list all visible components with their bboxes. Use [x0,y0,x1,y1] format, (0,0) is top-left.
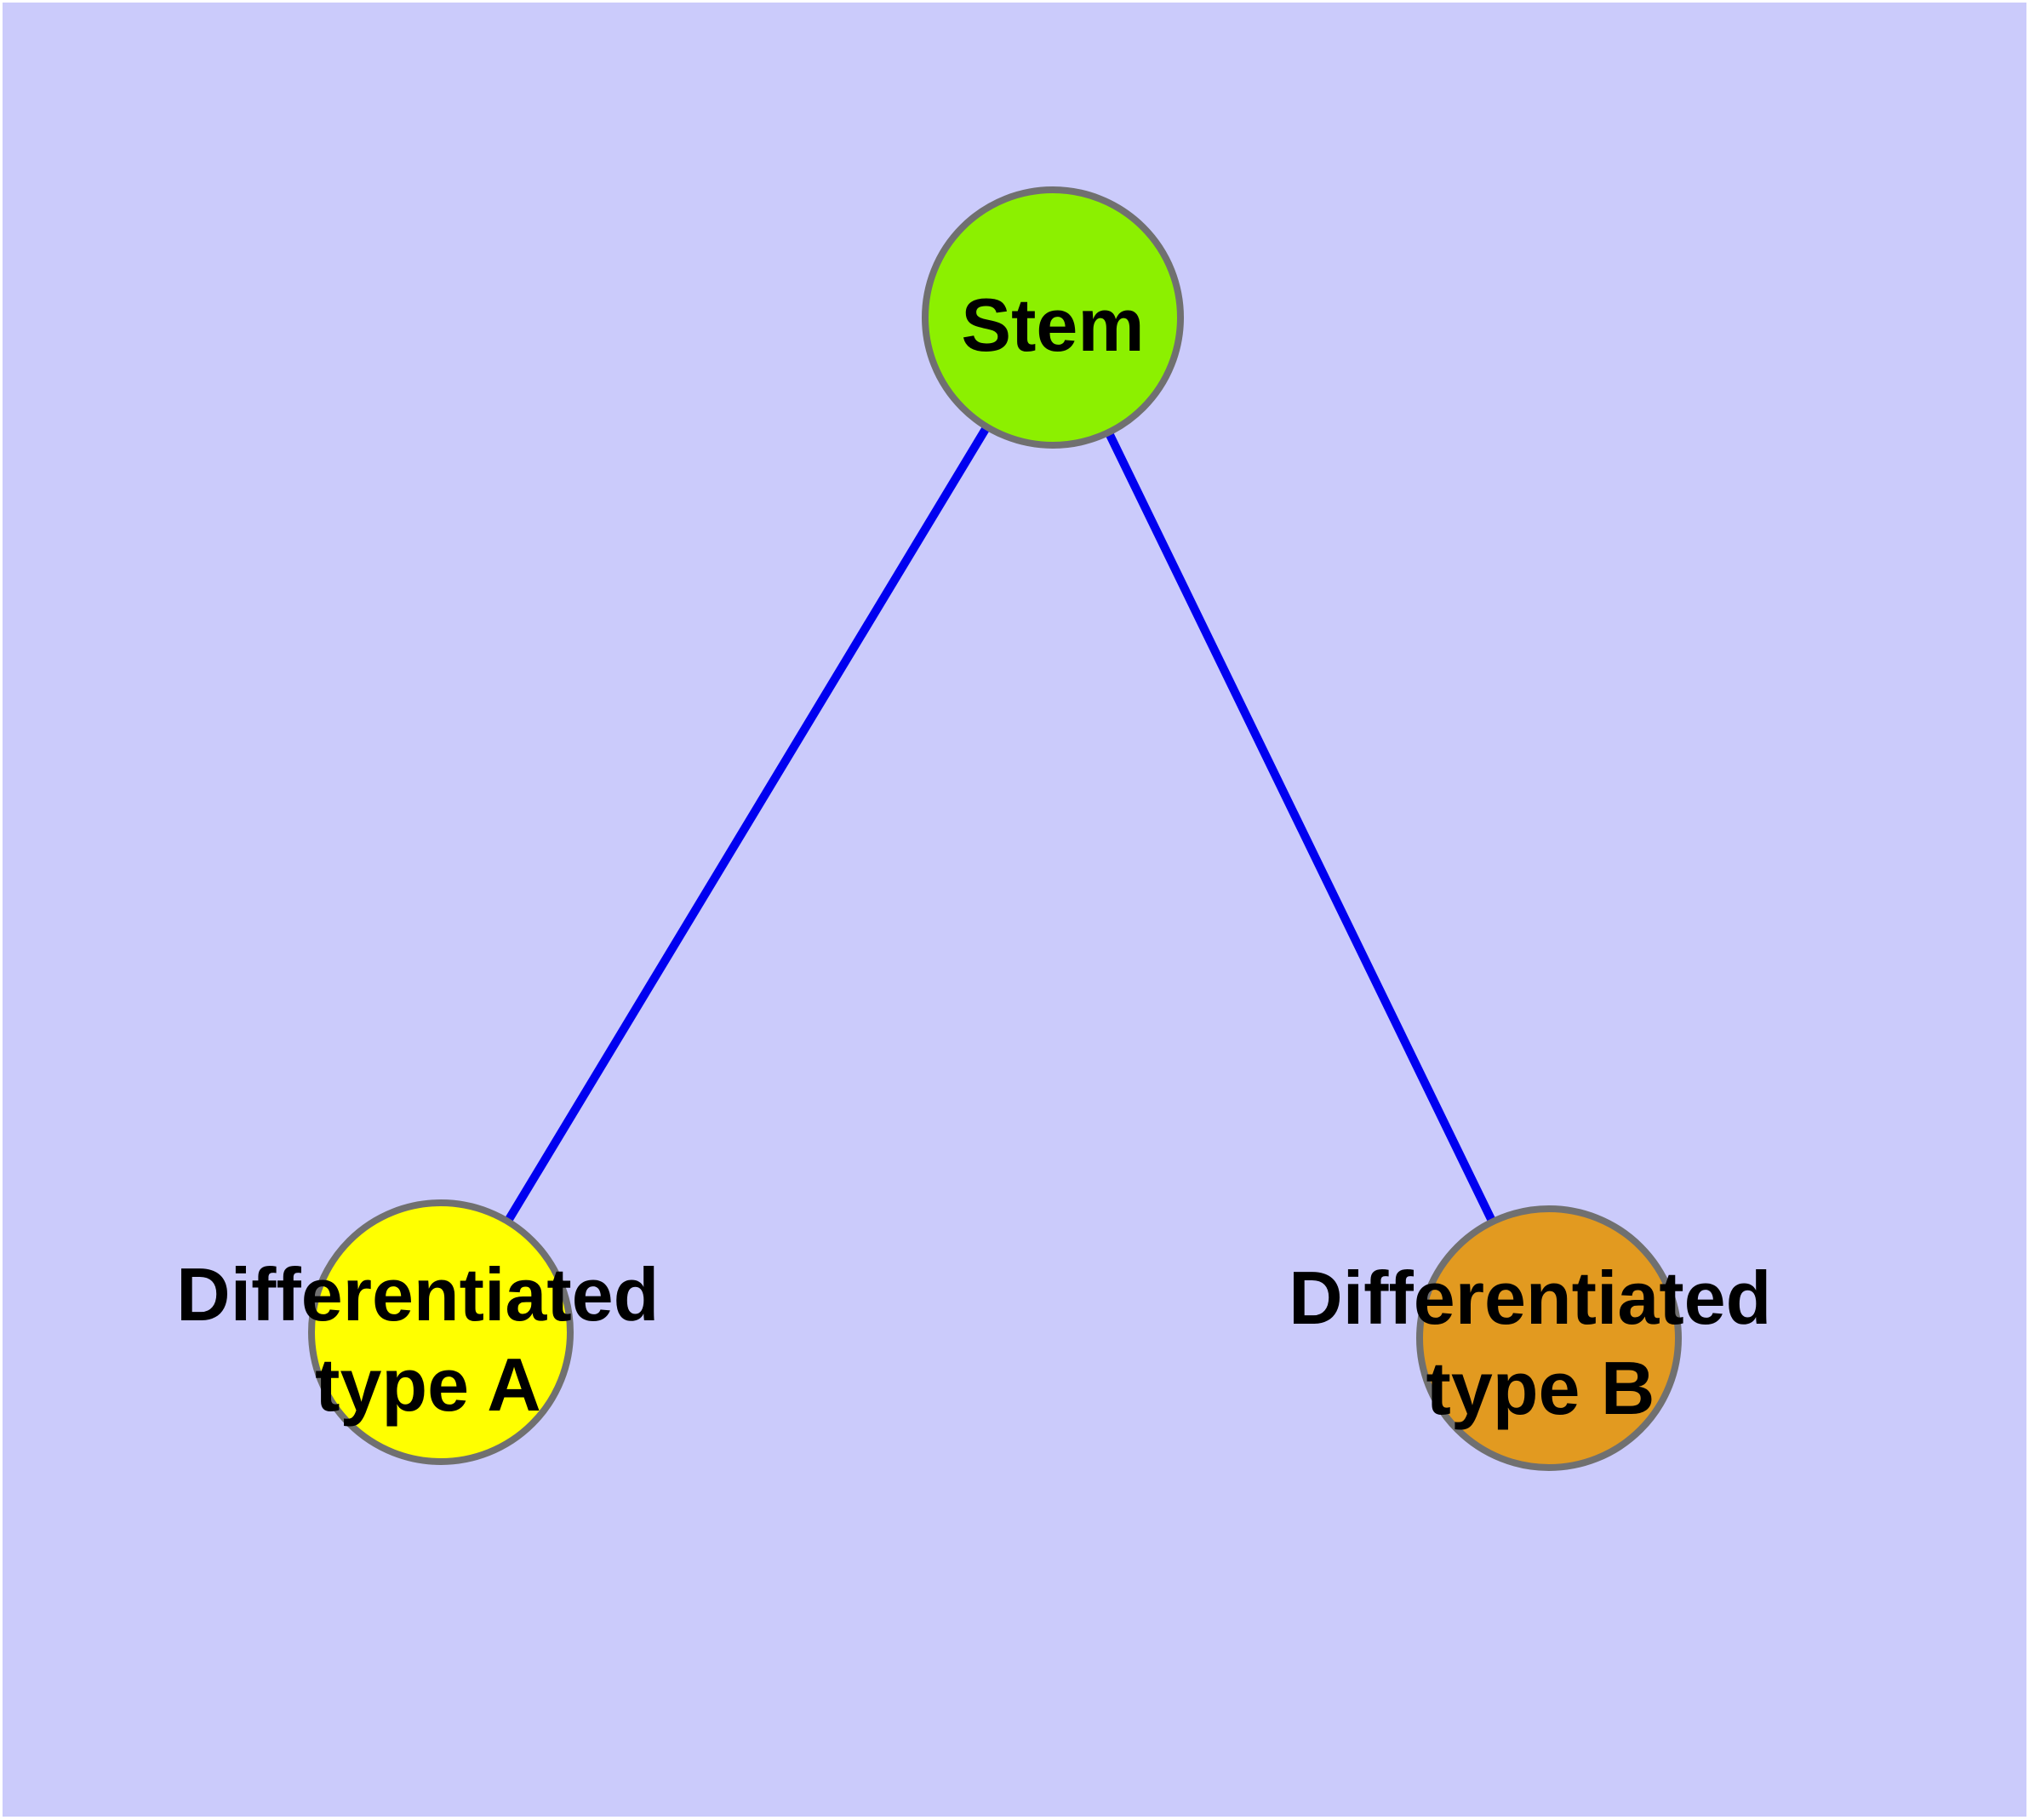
node-type-a-label: Differentiated type A [176,1252,680,1427]
node-differentiated-type-a [308,1199,574,1465]
node-stem-label: Stem [961,283,1144,367]
node-stem [922,186,1184,449]
node-type-a-label-line2: type A [315,1342,541,1427]
node-differentiated-type-b [1416,1205,1682,1471]
node-type-b-label-line1: Differentiated [1289,1256,1771,1340]
node-type-a-label-line1: Differentiated [176,1252,659,1336]
edge-stem-to-type-b [1049,315,1553,1341]
edge-stem-to-type-a [437,315,1057,1335]
node-type-b-label-line2: type B [1426,1346,1655,1430]
node-type-b-label: Differentiated type B [1289,1256,1792,1430]
